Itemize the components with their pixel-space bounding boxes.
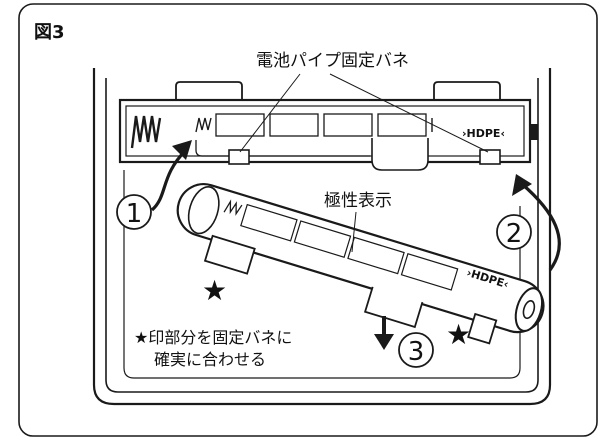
pipe-cell-4: [400, 252, 459, 291]
compartment-cell-4: [377, 113, 427, 137]
device-housing-inner: [105, 78, 539, 393]
battery-pipe-end-left: [187, 186, 220, 235]
step1-number: 1: [126, 199, 143, 229]
inner-panel: [123, 170, 521, 379]
polarity-leader: [351, 211, 357, 253]
step3-number: 3: [408, 337, 425, 367]
battery-pipe: ›HDPE‹: [176, 183, 545, 345]
compartment-rail: [195, 140, 370, 157]
fixing-clip-right: [479, 149, 501, 165]
star-marker-left: ★: [202, 274, 227, 307]
figure-title: 図3: [34, 22, 65, 43]
pipe-cell-3: [347, 236, 405, 275]
compartment-cell-3: [323, 113, 373, 137]
step1-circle: [116, 194, 152, 230]
compartment-cell-1: [215, 113, 265, 137]
spring-clip-leader-right: [329, 73, 489, 153]
housing-tab-right: [433, 81, 501, 100]
instruction-line-2: 確実に合わせる: [154, 350, 266, 369]
pipe-cell-2: [293, 220, 352, 258]
pipe-small-spring: [223, 199, 243, 216]
compartment-cell-2: [269, 113, 319, 137]
step1-arrowhead: [172, 140, 192, 160]
spring-clip-leader-left: [239, 73, 301, 153]
instruction-line-1: ★印部分を固定バネに: [134, 328, 292, 347]
pipe-tab-right: [467, 312, 498, 345]
step2-number: 2: [506, 219, 523, 249]
polarity-label: 極性表示: [324, 191, 392, 211]
compartment-small-spring: [195, 117, 212, 133]
housing-tab-left: [175, 81, 243, 100]
step3-circle: [398, 332, 434, 368]
compartment-terminal: [530, 124, 538, 140]
step2-arrow-path: [520, 182, 561, 271]
star-marker-right: ★: [446, 318, 471, 351]
step2-circle: [496, 214, 532, 250]
step2-arrowhead: [512, 174, 532, 196]
step1-arrow-path: [150, 148, 188, 212]
battery-pipe-terminal: [522, 300, 536, 320]
fixing-clip-left: [228, 149, 250, 165]
device-housing: [92, 68, 552, 406]
pipe-tab-middle: [363, 286, 424, 329]
step3-arrowhead: [374, 334, 394, 350]
pipe-tab-left: [203, 234, 256, 275]
battery-pipe-end-right: [514, 287, 544, 332]
pipe-cell-1: [240, 203, 298, 242]
compartment-notch: [371, 138, 429, 171]
compartment-hdpe-mark: ›HDPE‹: [462, 127, 505, 140]
compartment-spring: [130, 115, 162, 149]
spring-clip-label: 電池パイプ固定バネ: [256, 51, 409, 71]
